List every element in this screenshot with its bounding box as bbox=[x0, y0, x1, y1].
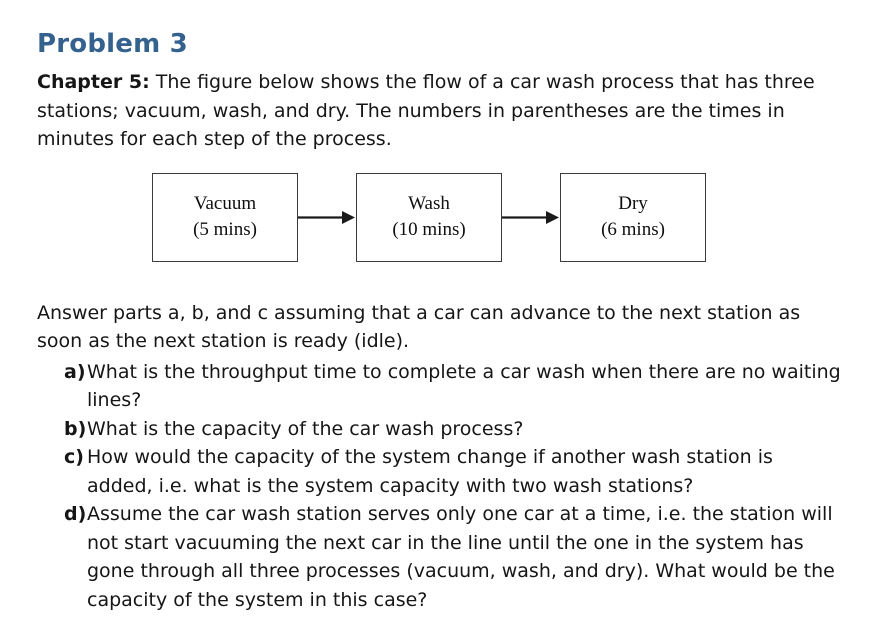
question-marker: a) bbox=[64, 360, 86, 383]
station-time: (6 mins) bbox=[601, 219, 665, 240]
question-marker: c) bbox=[64, 446, 84, 468]
station-time: (5 mins) bbox=[193, 219, 257, 240]
question-item-b: b) What is the capacity of the car wash … bbox=[37, 415, 844, 444]
question-marker: d) bbox=[64, 503, 87, 525]
station-box-vacuum: Vacuum (5 mins) bbox=[152, 172, 298, 262]
station-name: Wash bbox=[408, 193, 450, 214]
station-time: (10 mins) bbox=[392, 219, 466, 240]
question-text: What is the throughput time to complete … bbox=[87, 360, 841, 412]
flow-arrow-icon bbox=[298, 210, 355, 224]
question-text: What is the capacity of the car wash pro… bbox=[87, 417, 524, 440]
question-marker: b) bbox=[64, 417, 87, 440]
station-name: Dry bbox=[618, 193, 648, 214]
question-text: Assume the car wash station serves only … bbox=[87, 503, 835, 611]
answer-note: Answer parts a, b, and c assuming that a… bbox=[37, 301, 801, 353]
station-box-dry: Dry (6 mins) bbox=[560, 172, 706, 262]
station-box-wash: Wash (10 mins) bbox=[356, 172, 502, 262]
question-list: a) What is the throughput time to comple… bbox=[37, 358, 844, 615]
intro-text: The figure below shows the flow of a car… bbox=[37, 71, 815, 150]
question-text: How would the capacity of the system cha… bbox=[87, 446, 773, 497]
question-item-d: d) Assume the car wash station serves on… bbox=[37, 500, 844, 614]
flow-arrow-icon bbox=[502, 210, 559, 224]
process-flow-diagram: Vacuum (5 mins) Wash (10 mins) Dry (6 mi… bbox=[152, 172, 844, 262]
question-item-a: a) What is the throughput time to comple… bbox=[37, 358, 844, 415]
question-item-c: c) How would the capacity of the system … bbox=[37, 443, 844, 500]
intro-paragraph: Chapter 5: The figure below shows the fl… bbox=[37, 68, 844, 154]
station-name: Vacuum bbox=[193, 193, 257, 214]
chapter-label: Chapter 5: bbox=[37, 71, 150, 93]
page-title: Problem 3 bbox=[37, 29, 188, 59]
